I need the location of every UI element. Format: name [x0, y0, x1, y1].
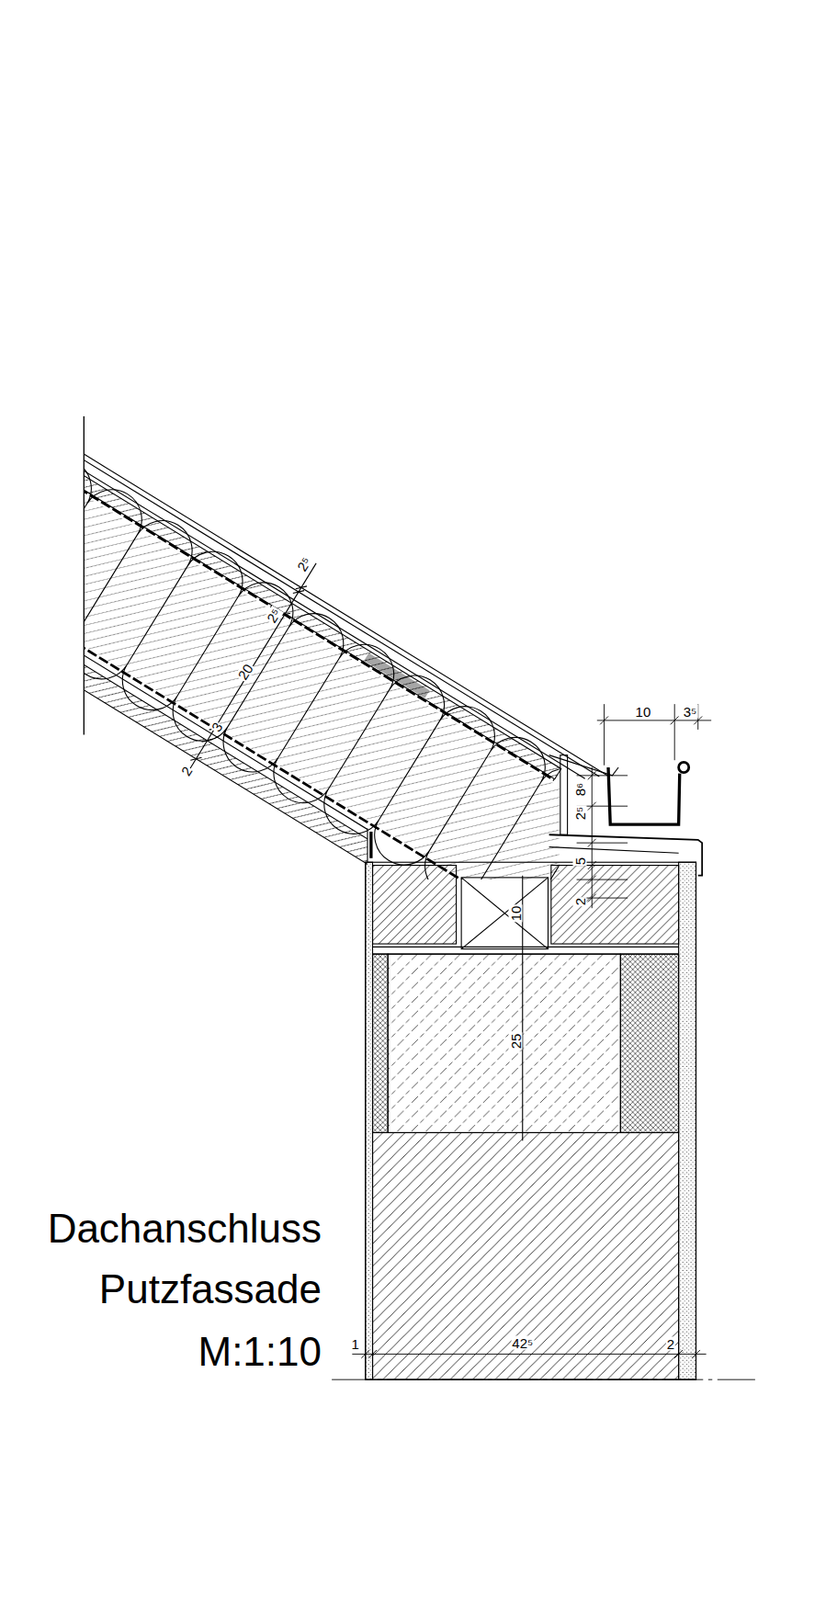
roof — [0, 416, 634, 955]
dimension-label: 1 — [350, 1336, 360, 1351]
dimension-label: 10 — [634, 704, 653, 719]
gutter — [549, 755, 703, 876]
dimension-label: 2 — [666, 1336, 676, 1351]
dimension-label: 3⁵ — [682, 704, 699, 719]
dimension-label: 25 — [508, 1032, 523, 1051]
dimension-label: 2 — [573, 896, 588, 906]
drawing-title: Dachanschluss Putzfassade — [47, 1198, 322, 1320]
dimension-label: 5 — [573, 855, 588, 865]
dimension-label: 42⁵ — [510, 1334, 534, 1349]
dimension-label: 2⁵ — [573, 805, 588, 822]
wall — [365, 861, 697, 1380]
dimension-label: 8⁶ — [573, 781, 588, 798]
dimension-lines — [331, 703, 756, 1380]
dimension-label: 10 — [508, 904, 523, 923]
dimension-label: 2 — [178, 762, 195, 779]
scale-label: M:1:10 — [197, 1321, 322, 1382]
